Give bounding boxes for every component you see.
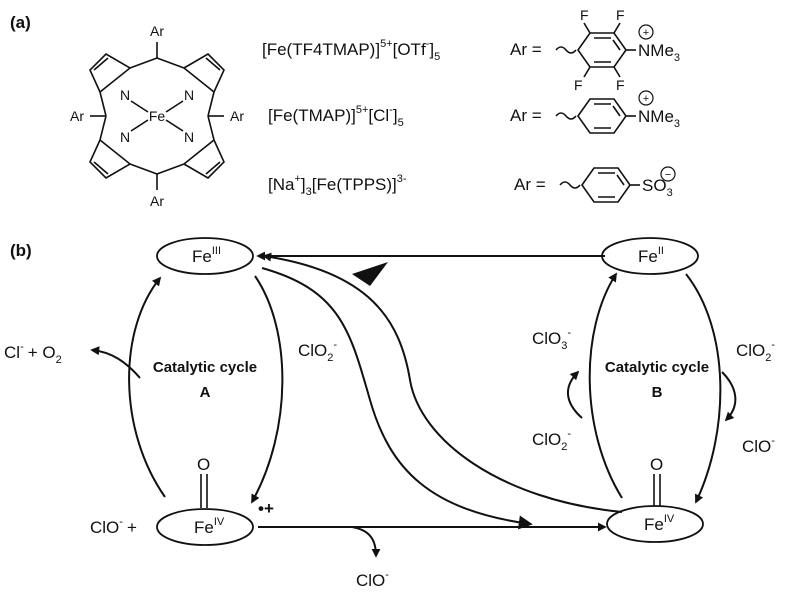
fe-iii-label: FeIII — [192, 245, 221, 266]
clo-bottom-label: ClO- — [356, 569, 389, 590]
arrow-release-cl-o2 — [90, 346, 141, 379]
n-top-left: N — [120, 87, 130, 103]
fe-iv-a-label: FeIV — [194, 516, 225, 537]
cycle-a-title: Catalytic cycle — [153, 359, 257, 376]
charge-plus-2: + — [643, 93, 649, 105]
clo-b-out-label: ClO- — [742, 435, 775, 456]
nme3-2: NMe3 — [638, 107, 680, 130]
oxo-a: O — [197, 455, 210, 474]
arrow-cycle-a-right — [251, 275, 284, 504]
arrow-release-clo-bottom — [351, 526, 381, 558]
fe-center: Fe — [149, 108, 166, 124]
arrow-release-clo-b — [721, 371, 737, 422]
clo2-a-label: ClO2- — [298, 339, 337, 364]
aryl-group-tmap: + NMe3 — [555, 90, 680, 134]
ar-left: Ar — [70, 108, 84, 124]
clo3-b-label: ClO3- — [532, 327, 571, 352]
clo-plus-label: ClO-+ — [90, 516, 137, 537]
ar-top: Ar — [150, 23, 164, 39]
n-bottom-right: N — [184, 129, 194, 145]
fe-iv-oxo-radical: O FeIV •+ — [156, 455, 274, 546]
cycle-b-letter: B — [652, 384, 663, 401]
n-bottom-left: N — [120, 129, 130, 145]
arrow-cycle-b-left — [588, 272, 623, 499]
compound-2-ar-eq: Ar = — [510, 106, 542, 125]
panel-a-label: (a) — [10, 13, 31, 32]
n-top-right: N — [184, 87, 194, 103]
arrow-clo2-to-clo3 — [567, 370, 583, 419]
fluoro-3: F — [574, 77, 583, 93]
radical-cation: •+ — [258, 499, 274, 518]
oxo-b: O — [650, 455, 663, 474]
ar-bottom: Ar — [150, 193, 164, 209]
fe-iv-b-node — [606, 505, 704, 543]
compound-3-ar-eq: Ar = — [514, 175, 546, 194]
aryl-group-tf4tmap: F F F F + NMe3 — [555, 7, 680, 93]
fluoro-4: F — [616, 77, 625, 93]
clo2-b-in-label: ClO2- — [532, 428, 571, 453]
fe-ii-label: FeII — [638, 245, 664, 266]
fluoro-2: F — [616, 7, 625, 23]
arrow-fe-iii-to-fe-iv — [261, 267, 533, 530]
cycle-a-letter: A — [200, 384, 211, 401]
fe-iii-node — [156, 237, 254, 275]
arrow-cycle-b-right — [685, 273, 722, 504]
compound-1-ar-eq: Ar = — [510, 40, 542, 59]
fe-iv-b-label: FeIV — [644, 513, 675, 534]
fe-iv-a-node — [156, 508, 254, 546]
compound-1-formula: [Fe(TF4TMAP)]5+[OTf-]5 — [262, 38, 440, 63]
fe-iv-oxo: O FeIV — [606, 455, 704, 543]
arrow-fe-iv-to-fe-iii — [262, 252, 623, 513]
arrowhead-upper-curve — [352, 262, 388, 286]
charge-minus-3: − — [665, 169, 671, 181]
panel-b-label: (b) — [10, 241, 32, 260]
cl-o2-label: Cl-+ O2 — [4, 341, 62, 366]
so3-group: SO3 — [642, 176, 673, 199]
ar-right: Ar — [230, 108, 244, 124]
clo2-b-label: ClO2- — [736, 339, 775, 364]
porphyrin-structure: Ar Ar Ar Ar N N N N Fe — [70, 23, 244, 209]
arrow-cycle-a-left — [128, 276, 166, 498]
cycle-b-title: Catalytic cycle — [605, 359, 709, 376]
compound-2-formula: [Fe(TMAP)]5+[Cl-]5 — [268, 104, 404, 129]
aryl-group-tpps: − SO3 — [559, 166, 676, 203]
compound-3-formula: [Na+]3[Fe(TPPS)]3- — [268, 173, 407, 198]
nme3-1: NMe3 — [638, 41, 680, 64]
charge-plus-1: + — [643, 27, 649, 39]
fluoro-1: F — [580, 7, 589, 23]
